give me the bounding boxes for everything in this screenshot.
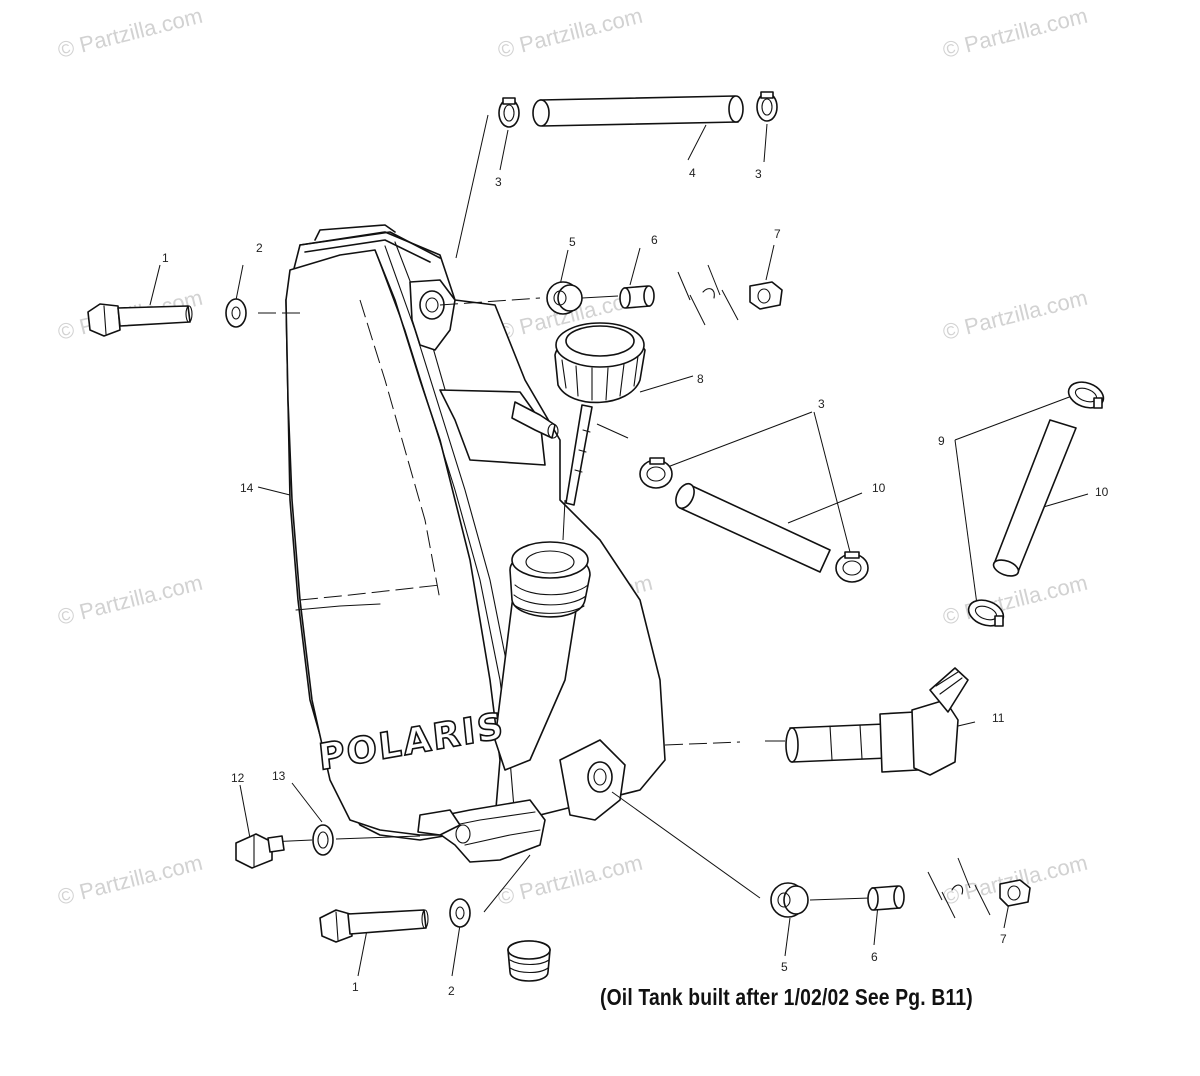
callout-12: 12 <box>231 771 245 785</box>
watermark: © Partzilla.com <box>495 3 645 63</box>
callout-13: 13 <box>272 769 286 783</box>
bushing-6-top <box>619 285 655 309</box>
clamp-9-top <box>1067 381 1105 409</box>
watermark: © Partzilla.com <box>940 285 1090 345</box>
callout-8: 8 <box>697 372 704 386</box>
callout-5-bottom: 5 <box>781 960 788 974</box>
grommet-5-bottom <box>770 882 809 918</box>
callout-3-top-right: 3 <box>755 167 762 181</box>
bushing-6-bottom <box>867 885 905 911</box>
watermark: © Partzilla.com <box>55 850 205 910</box>
plug-12 <box>235 833 285 869</box>
callout-10-mid: 10 <box>872 481 886 495</box>
clamp-3-left <box>498 97 520 128</box>
small-parts <box>87 91 1105 982</box>
grommet-5-top <box>546 281 583 315</box>
callout-9: 9 <box>938 434 945 448</box>
callout-11: 11 <box>992 711 1005 725</box>
watermark: © Partzilla.com <box>55 3 205 63</box>
callout-4: 4 <box>689 166 696 180</box>
callout-7-bottom: 7 <box>1000 932 1007 946</box>
nut-7-bottom <box>999 879 1031 907</box>
leader-lines <box>149 114 1089 977</box>
watermark: © Partzilla.com <box>55 570 205 630</box>
callout-2-bottom: 2 <box>448 984 455 998</box>
hose-4 <box>532 95 744 127</box>
callout-1-top: 1 <box>162 251 169 265</box>
fitting-11 <box>785 667 969 776</box>
bolt-1-bottom <box>319 909 429 943</box>
clamp-3-mid-b <box>835 551 869 583</box>
clamp-3-right <box>756 91 778 122</box>
callout-5-top: 5 <box>569 235 576 249</box>
callout-14: 14 <box>240 481 254 495</box>
bolt-1-top <box>87 303 193 337</box>
watermark: © Partzilla.com <box>940 3 1090 63</box>
callout-6-top: 6 <box>651 233 658 247</box>
washer-2-bottom <box>449 898 471 928</box>
cap-8 <box>554 322 646 506</box>
watermark: © Partzilla.com <box>940 570 1090 630</box>
clamp-3-mid-a <box>639 457 673 489</box>
hose-10-right <box>992 419 1077 577</box>
hose-10-mid <box>675 482 831 573</box>
watermark: © Partzilla.com <box>495 850 645 910</box>
washer-13 <box>312 824 334 856</box>
callout-10-right: 10 <box>1095 485 1109 499</box>
callout-6-bottom: 6 <box>871 950 878 964</box>
callout-2-top: 2 <box>256 241 263 255</box>
nut-7-top <box>749 281 783 310</box>
oil-tank: POLARIS <box>285 224 666 863</box>
callout-labels: 1 2 3 4 3 5 6 7 8 3 9 10 10 14 11 12 13 … <box>162 166 1109 998</box>
clamp-9-bottom <box>967 599 1005 627</box>
callout-7-top: 7 <box>774 227 781 241</box>
callout-3-top-left: 3 <box>495 175 502 189</box>
callout-3-mid: 3 <box>818 397 825 411</box>
oil-tank-note: (Oil Tank built after 1/02/02 See Pg. B1… <box>600 984 973 1010</box>
grommet-loose <box>507 940 551 982</box>
callout-1-bottom: 1 <box>352 980 359 994</box>
washer-2-top <box>225 298 247 328</box>
